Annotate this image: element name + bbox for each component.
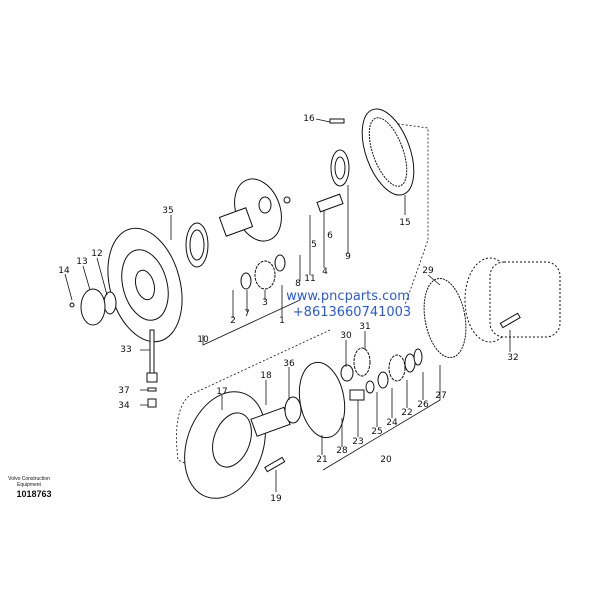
ring-8 (274, 254, 286, 272)
drawing-number: 1018763 (16, 489, 51, 499)
watermark-url: www.pncparts.com (286, 289, 410, 304)
label-23: 23 (352, 437, 363, 447)
pin-16 (329, 118, 345, 124)
label-9: 9 (345, 252, 351, 262)
housing-17 (184, 391, 266, 499)
washer-30 (340, 364, 354, 382)
label-6: 6 (327, 231, 333, 241)
label-11: 11 (304, 274, 315, 284)
drain-pipe-33 (149, 329, 155, 376)
label-21: 21 (316, 455, 327, 465)
assembly-boundary (176, 119, 429, 471)
label-19: 19 (270, 494, 282, 504)
ring-25 (365, 380, 375, 394)
ring-29 (423, 277, 467, 359)
carrier-21 (298, 361, 346, 439)
washer-37 (147, 387, 157, 392)
hydraulic-motor (464, 257, 561, 343)
label-33: 33 (120, 345, 131, 355)
label-17: 17 (216, 387, 227, 397)
snap-ring-36 (284, 396, 302, 424)
label-36: 36 (283, 359, 295, 369)
label-29: 29 (422, 266, 434, 276)
screw-14 (69, 302, 75, 308)
label-30: 30 (340, 331, 352, 341)
bolt-32 (499, 312, 521, 329)
ring-26 (404, 353, 416, 373)
label-37: 37 (118, 386, 129, 396)
label-3: 3 (262, 298, 268, 308)
label-15: 15 (399, 218, 410, 228)
label-28: 28 (336, 446, 348, 456)
bearing-24 (377, 371, 389, 389)
label-10: 10 (197, 335, 209, 345)
seal-12 (103, 291, 117, 315)
ring-7 (240, 272, 252, 290)
label-26: 26 (417, 400, 429, 410)
label-1: 1 (279, 316, 285, 326)
label-34: 34 (118, 401, 130, 411)
brand-line1: Volvo Construction (8, 476, 50, 482)
brand-line2: Equipment (17, 482, 42, 488)
label-4: 4 (322, 267, 328, 277)
label-13: 13 (76, 257, 87, 267)
label-32: 32 (507, 353, 518, 363)
label-5: 5 (311, 240, 317, 250)
cover-35 (107, 227, 183, 343)
label-31: 31 (359, 322, 370, 332)
label-27: 27 (435, 391, 446, 401)
plate-13 (80, 288, 106, 326)
pin-23 (349, 389, 365, 401)
label-2: 2 (230, 316, 236, 326)
planet-gear-3 (254, 260, 276, 290)
ring-gear-15 (361, 108, 415, 196)
label-8: 8 (295, 279, 301, 289)
gear-31 (353, 347, 371, 377)
label-14: 14 (58, 266, 70, 276)
label-35: 35 (162, 206, 173, 216)
gear-22 (388, 354, 406, 382)
label-18: 18 (260, 371, 272, 381)
label-24: 24 (386, 418, 398, 428)
watermark-phone: +8613660741003 (293, 305, 411, 320)
planet-carrier (218, 178, 282, 242)
label-22: 22 (401, 408, 412, 418)
plug-34 (147, 398, 157, 408)
ring-27 (413, 348, 423, 366)
label-16: 16 (303, 114, 315, 124)
label-12: 12 (91, 249, 102, 259)
part-labels: 1 2 3 4 5 6 7 8 9 10 11 12 13 14 15 16 1… (58, 114, 518, 504)
shaft-5 (316, 193, 344, 213)
bolt-19 (264, 456, 286, 473)
label-25: 25 (371, 427, 382, 437)
label-20: 20 (380, 455, 392, 465)
screw-11 (283, 196, 291, 204)
label-7: 7 (244, 309, 250, 319)
